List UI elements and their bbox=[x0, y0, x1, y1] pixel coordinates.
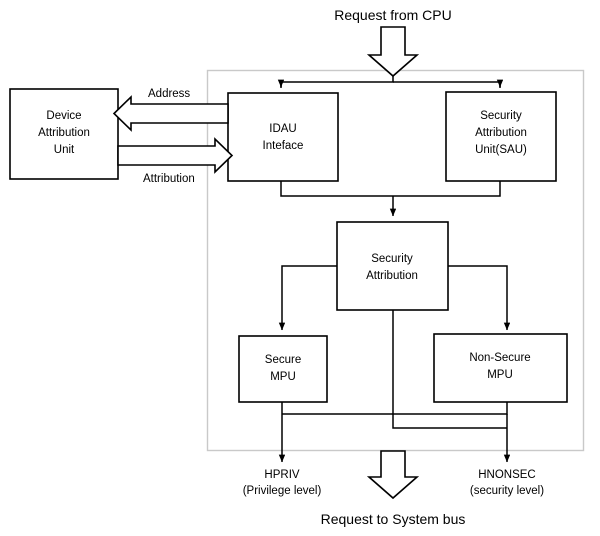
request-to-system-bus-block-arrow bbox=[366, 450, 420, 500]
hpriv-label: HPRIV bbox=[264, 469, 299, 481]
security-attribution-label-line2: Attribution bbox=[366, 270, 418, 282]
address-edge-label: Address bbox=[148, 88, 190, 100]
dau-label-line3: Unit bbox=[54, 144, 75, 156]
hnonsec-label: HNONSEC bbox=[478, 469, 536, 481]
attribution-block-arrow bbox=[117, 137, 234, 174]
node-idau-interface bbox=[227, 92, 339, 182]
request-to-system-bus-label: Request to System bus bbox=[321, 511, 466, 527]
secure-mpu-label-line1: Secure bbox=[265, 354, 301, 366]
sau-label-line3: Unit(SAU) bbox=[475, 144, 527, 156]
node-security-attribution bbox=[336, 221, 449, 311]
nonsecure-mpu-tie-line bbox=[282, 402, 508, 415]
sau-label-line1: Security bbox=[480, 110, 522, 122]
idau-label-line2: Inteface bbox=[263, 140, 304, 152]
security-attribution-label-line1: Security bbox=[371, 253, 413, 265]
sau-label-line2: Attribution bbox=[475, 127, 527, 139]
hnonsec-sublabel: (security level) bbox=[470, 485, 544, 497]
idau-label-line1: IDAU bbox=[269, 123, 296, 135]
dau-label-line2: Attribution bbox=[38, 127, 90, 139]
node-secure-mpu bbox=[238, 335, 328, 403]
nonsecure-mpu-label-line2: MPU bbox=[487, 369, 513, 381]
dau-label-line1: Device bbox=[46, 110, 81, 122]
node-device-attribution-unit bbox=[9, 88, 119, 180]
attribution-edge-label: Attribution bbox=[143, 173, 195, 185]
request-from-cpu-block-arrow bbox=[366, 26, 420, 78]
bus-to-idau-line bbox=[280, 76, 394, 88]
secattr-down-to-hnonsec-line bbox=[392, 310, 507, 429]
bus-to-sau-line bbox=[393, 81, 501, 88]
secattr-to-nonsecure-mpu-line bbox=[448, 265, 511, 331]
secattr-to-secure-mpu-line bbox=[278, 265, 337, 331]
request-from-cpu-label: Request from CPU bbox=[334, 7, 451, 23]
nonsecure-mpu-label-line1: Non-Secure bbox=[469, 352, 530, 364]
address-block-arrow bbox=[112, 95, 229, 132]
idau-merge-line bbox=[280, 181, 393, 197]
node-nonsecure-mpu bbox=[433, 333, 568, 403]
sau-merge-line bbox=[393, 181, 501, 197]
node-security-attribution-unit bbox=[445, 91, 557, 182]
hpriv-sublabel: (Privilege level) bbox=[243, 485, 322, 497]
secure-mpu-label-line2: MPU bbox=[270, 371, 296, 383]
